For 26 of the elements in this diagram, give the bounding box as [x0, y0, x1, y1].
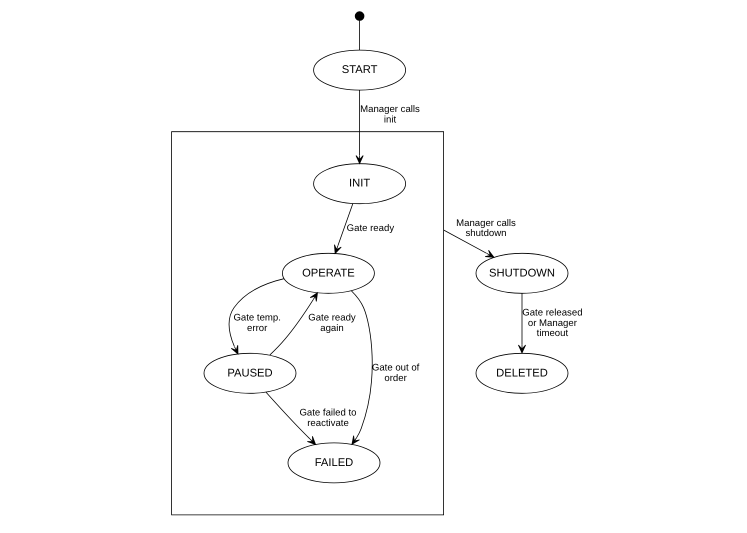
- cluster: [170, 131, 444, 516]
- node-circle: [354, 11, 364, 21]
- arrow: [228, 278, 284, 354]
- arrow: [334, 203, 353, 254]
- edge-label: Gate ready: [346, 222, 394, 234]
- node-ellipse: START: [312, 50, 406, 90]
- edge-label: Gate released or Manager timeout: [522, 307, 582, 340]
- node-ellipse: INIT: [312, 163, 406, 204]
- node-ellipse: PAUSED: [203, 352, 296, 394]
- arrow: [518, 292, 526, 354]
- edge-label: Manager calls init: [360, 104, 420, 126]
- node-ellipse: DELETED: [475, 352, 568, 394]
- edge-label: Gate out of order: [371, 362, 419, 384]
- connector: [358, 20, 360, 50]
- arrow: [265, 392, 316, 445]
- edge-label: Gate ready again: [308, 312, 356, 334]
- edge-label: Gate temp. error: [232, 312, 280, 334]
- node-ellipse: SHUTDOWN: [475, 252, 568, 294]
- arrow: [350, 290, 372, 445]
- arrow: [442, 230, 494, 258]
- node-ellipse: OPERATE: [282, 252, 374, 294]
- arrow: [355, 90, 364, 164]
- edge-label: Gate failed to reactivate: [298, 407, 356, 429]
- edge-label: Manager calls shutdown: [456, 218, 516, 240]
- node-ellipse: FAILED: [287, 442, 380, 484]
- arrow: [268, 292, 318, 356]
